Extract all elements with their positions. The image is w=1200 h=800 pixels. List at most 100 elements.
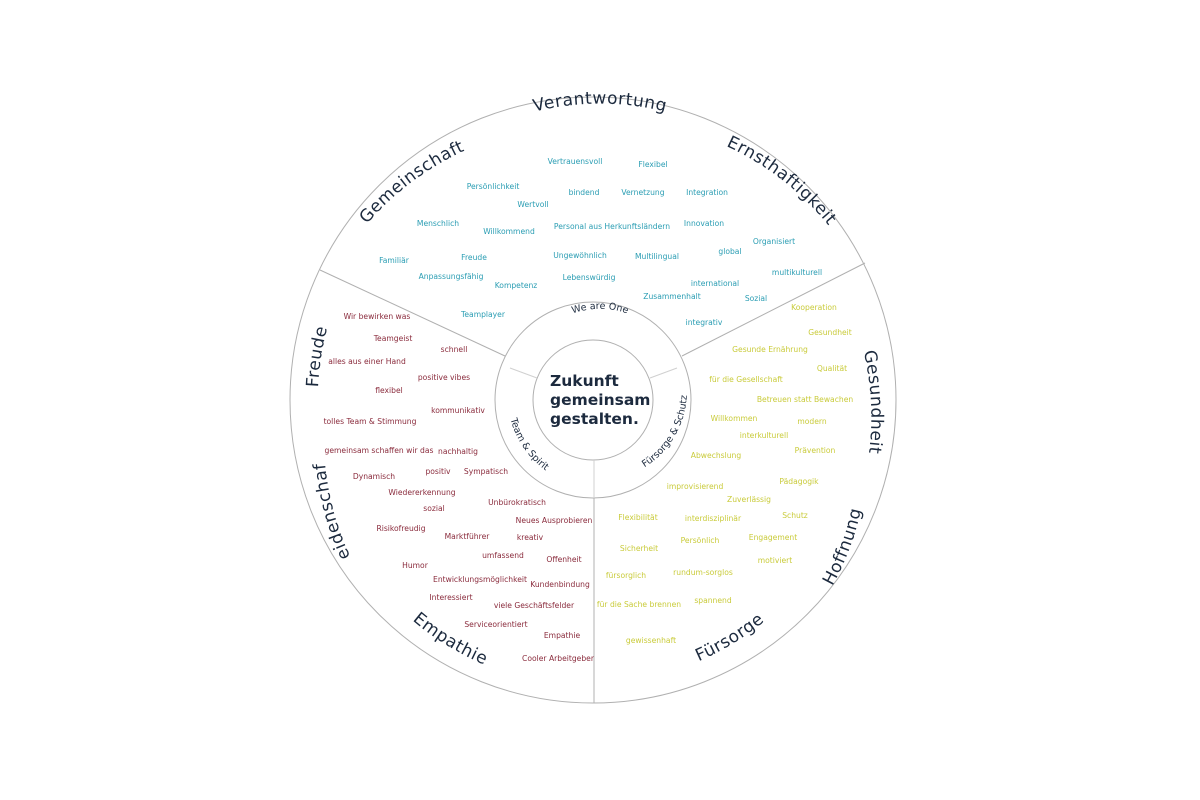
value-word: Multilingual [635,252,679,261]
inner-divider-left [509,367,538,379]
value-word: umfassend [482,551,524,560]
category-freude: Freude [303,324,332,388]
value-word: Willkommend [483,227,535,236]
center-title-line3: gestalten. [550,410,639,428]
value-word: Risikofreudig [376,524,425,533]
value-word: Teamgeist [373,334,413,343]
value-word: Abwechslung [691,451,742,460]
value-word: Lebenswürdig [563,273,616,282]
value-word: international [691,279,739,288]
divider-left [319,269,506,357]
value-word: Pädagogik [779,477,819,486]
value-word: Innovation [684,219,724,228]
value-word: Anpassungsfähig [419,272,484,281]
inner-label-we-are-one: We are One [570,301,629,317]
value-word: Familiär [379,256,410,265]
category-gesundheit: Gesundheit [859,348,887,455]
value-word: interkulturell [740,431,788,440]
value-word: Betreuen statt Bewachen [757,395,854,404]
value-word: kommunikativ [431,406,485,415]
value-word: Vertrauensvoll [548,157,603,166]
value-word: Kundenbindung [530,580,590,589]
value-word: viele Geschäftsfelder [494,601,575,610]
value-word: multikulturell [772,268,822,277]
value-word: Ungewöhnlich [553,251,607,260]
value-word: kreativ [517,533,544,542]
center-ring [532,339,654,461]
middle-ring [494,301,692,499]
value-word: Integration [686,188,728,197]
value-word: Kooperation [791,303,837,312]
value-word: positiv [425,467,451,476]
value-word: Persönlichkeit [467,182,520,191]
value-word: Humor [402,561,429,570]
value-word: Persönlich [681,536,720,545]
category-hoffnung: Hoffnung [819,506,866,589]
value-word: sozial [423,504,444,513]
value-word: für die Sache brennen [597,600,681,609]
value-word: improvisierend [667,482,724,491]
value-word: global [718,247,741,256]
divider-right [681,262,866,357]
inner-label-team-spirit: Team & Spirit [507,416,550,473]
value-word: spannend [694,596,732,605]
center-title-line2: gemeinsam [550,391,650,409]
value-word: Engagement [749,533,797,542]
value-word: Menschlich [417,219,459,228]
value-word: Gesundheit [808,328,852,337]
value-word: Personal aus Herkunftsländern [554,222,670,231]
value-word: Interessiert [429,593,472,602]
category-empathie: Empathie [409,609,491,670]
value-word: Unbürokratisch [488,498,546,507]
value-word: Freude [461,253,487,262]
outer-ring [289,96,897,704]
value-word: bindend [569,188,600,197]
value-word: Flexibilität [618,513,657,522]
value-word: Schutz [782,511,808,520]
value-word: Empathie [544,631,581,640]
value-word: nachhaltig [438,447,478,456]
value-word: Zusammenhalt [643,292,700,301]
value-word: Serviceorientiert [464,620,527,629]
value-word: schnell [441,345,468,354]
value-word: Flexibel [638,160,667,169]
category-fuersorge: Fürsorge [692,609,768,666]
value-word: Wiedererkennung [388,488,455,497]
category-ernsthaftigkeit: Ernsthaftigkeit [724,132,841,229]
value-word: Sicherheit [620,544,658,553]
inner-divider-right [649,367,678,379]
value-word: Willkommen [711,414,758,423]
value-word: Wir bewirken was [344,312,411,321]
value-word: gemeinsam schaffen wir das [325,446,434,455]
value-word: Kompetenz [495,281,538,290]
value-word: Gesunde Ernährung [732,345,808,354]
category-gemeinschaft: Gemeinschaft [356,137,468,228]
value-word: Dynamisch [353,472,395,481]
value-word: flexibel [375,386,403,395]
value-word: fürsorglich [606,571,646,580]
value-word: Zuverlässig [727,495,771,504]
value-word: für die Gesellschaft [709,375,783,384]
center-title-line1: Zukunft [550,372,619,390]
value-word: Cooler Arbeitgeber [522,654,595,663]
value-word: Qualität [817,364,847,373]
value-word: Organisiert [753,237,795,246]
value-word: rundum-sorglos [673,568,733,577]
value-word: gewissenhaft [626,636,676,645]
value-word: alles aus einer Hand [328,357,406,366]
value-word: Neues Ausprobieren [516,516,593,525]
value-word: Marktführer [445,532,491,541]
value-word: tolles Team & Stimmung [324,417,417,426]
value-word: Offenheit [546,555,581,564]
value-word: Prävention [795,446,836,455]
category-verantwortung: Verantwortung [531,89,669,117]
value-word: Vernetzung [621,188,664,197]
value-word: motiviert [758,556,793,565]
value-word: positive vibes [418,373,470,382]
value-word: Sympatisch [464,467,508,476]
value-word: modern [797,417,827,426]
category-leidenschaft: Leidenschaft [0,0,355,563]
